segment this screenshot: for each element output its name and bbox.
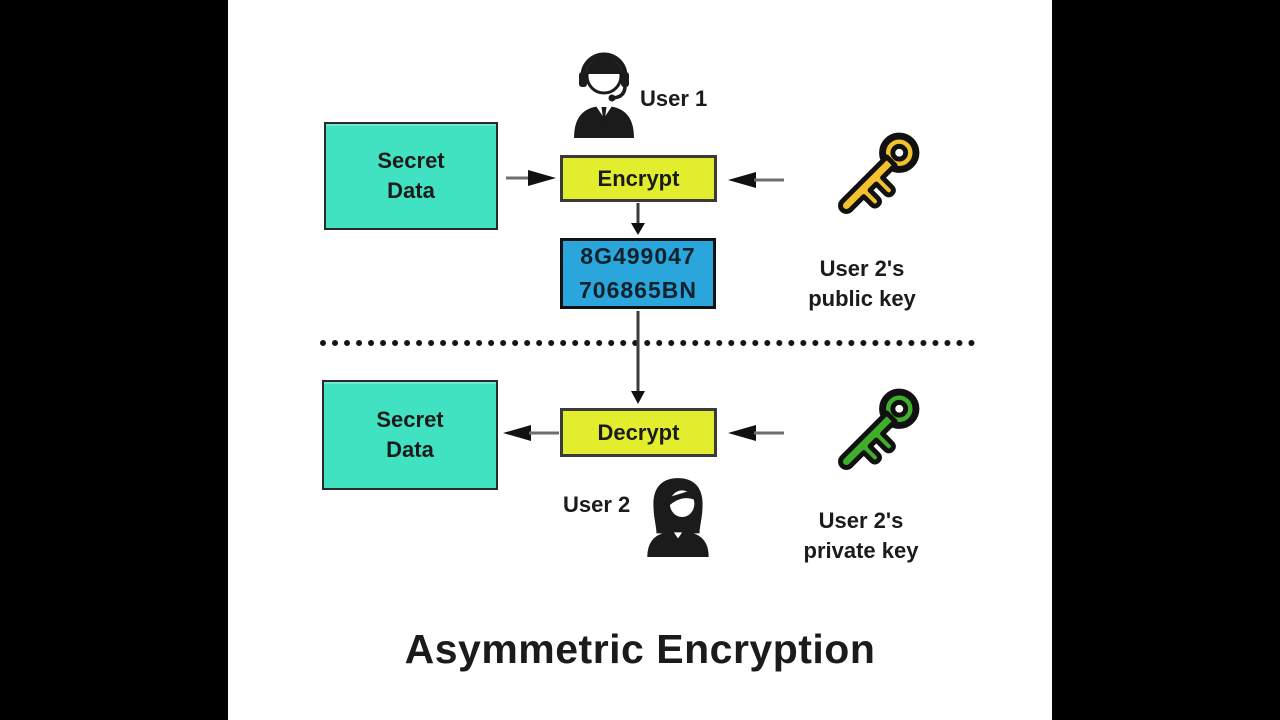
arrow-left-from-public-key-icon: [728, 172, 784, 188]
user2-label: User 2: [563, 492, 631, 517]
arrow-down-encrypt-to-cipher-icon: [631, 203, 645, 235]
arrow-left-into-secret-data-icon: [503, 425, 559, 441]
decrypt-box: Decrypt: [560, 408, 717, 457]
private-key-icon: [838, 388, 920, 470]
arrow-down-cipher-to-decrypt-icon: [631, 311, 645, 404]
user2-person-icon: [647, 478, 709, 557]
private-key-label: User 2's private key: [803, 508, 919, 563]
arrow-left-from-private-key-icon: [728, 425, 784, 441]
diagram-title: Asymmetric Encryption: [404, 626, 876, 672]
encrypt-box: Encrypt: [560, 155, 717, 202]
diagram-panel: User 1 Secret Data Encrypt 8G499047 7068…: [228, 0, 1052, 720]
user1-label: User 1: [640, 86, 708, 111]
secret-data-box-bottom: Secret Data: [322, 380, 498, 490]
public-key-icon: [838, 132, 920, 214]
ciphertext-box: 8G499047 706865BN: [560, 238, 716, 309]
secret-data-box-top: Secret Data: [324, 122, 498, 230]
dotted-separator: [320, 340, 975, 346]
user1-person-icon: [574, 52, 634, 138]
public-key-label: User 2's public key: [808, 256, 916, 311]
arrow-right-into-encrypt-icon: [506, 170, 556, 186]
